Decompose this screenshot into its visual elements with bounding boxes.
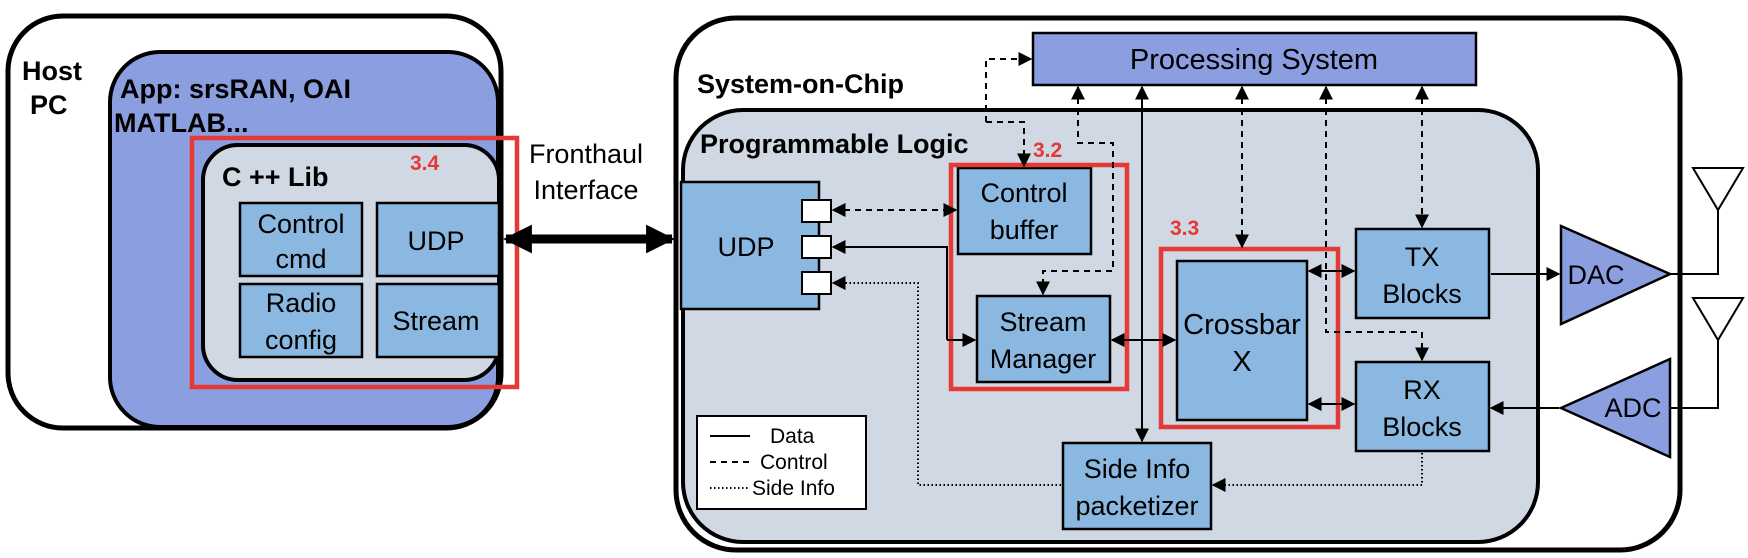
rx-antenna-icon (1691, 297, 1745, 342)
host-pc-title-line1: Host (22, 56, 82, 86)
dac-triangle (1559, 224, 1674, 326)
section-3-4-highlight (189, 135, 520, 390)
control-cmd-block (238, 201, 364, 278)
app-label-line1: App: srsRAN, OAI (120, 74, 351, 104)
host-stream-block (375, 282, 501, 359)
host-pc-group: Host PC App: srsRAN, OAI MATLAB... C ++ … (5, 13, 520, 431)
cpp-lib-title: C ++ Lib (222, 162, 329, 192)
fronthaul-group: Fronthaul Interface (503, 139, 675, 254)
programmable-logic-title: Programmable Logic (700, 129, 969, 159)
app-label-line2: MATLAB... (114, 108, 248, 138)
rx-blocks-label-line1: RX (1403, 375, 1441, 405)
rx-blocks-label-line2: Blocks (1382, 412, 1462, 442)
radio-config-block (238, 282, 364, 359)
adc-label: ADC (1604, 393, 1661, 423)
udp-port-control (801, 199, 832, 223)
section-3-4-label: 3.4 (410, 152, 440, 175)
rx-to-side-info-arrow (1211, 453, 1423, 492)
crossbar-block (1175, 259, 1309, 422)
udp-port-data (801, 235, 832, 259)
legend-data-label: Data (770, 425, 815, 448)
section-3-2-label: 3.2 (1033, 139, 1062, 162)
soc-udp-label: UDP (717, 232, 774, 262)
stream-manager-to-udp-arrow (831, 240, 948, 340)
control-cmd-label-line2: cmd (275, 244, 326, 274)
soc-udp-block (679, 180, 821, 311)
crossbar-label-line1: Crossbar (1183, 309, 1301, 341)
soc-title: System-on-Chip (697, 69, 904, 99)
section-3-3-label: 3.3 (1170, 217, 1199, 240)
fronthaul-label-line1: Fronthaul (529, 139, 643, 169)
side-info-packetizer-label-line2: packetizer (1075, 491, 1198, 521)
stream-manager-label-line1: Stream (999, 307, 1086, 337)
dac-label: DAC (1567, 260, 1624, 290)
rx-blocks-block (1354, 360, 1491, 453)
control-buffer-label-line2: buffer (990, 215, 1059, 245)
tx-antenna-icon (1691, 167, 1745, 212)
control-buffer-label-line1: Control (980, 178, 1067, 208)
processing-system-block (1031, 31, 1478, 87)
radio-config-label-line1: Radio (266, 288, 337, 318)
stream-manager-label-line2: Manager (990, 344, 1097, 374)
stream-manager-block (975, 294, 1112, 384)
tx-blocks-label-line2: Blocks (1382, 279, 1462, 309)
side-info-packetizer-label-line1: Side Info (1084, 454, 1191, 484)
host-udp-label: UDP (407, 226, 464, 256)
ps-to-rx-arrow (1319, 85, 1429, 362)
dac-antenna-feed (1670, 208, 1719, 275)
control-cmd-label-line1: Control (257, 209, 344, 239)
processing-system-label: Processing System (1130, 44, 1378, 76)
radio-config-label-line2: config (265, 325, 337, 355)
crossbar-label-line2: X (1232, 346, 1251, 378)
legend-sideinfo-label: Side Info (752, 477, 835, 500)
udp-port-sideinfo (801, 271, 832, 295)
ps-to-stream-manager-arrow (1036, 85, 1114, 296)
host-pc-title-line2: PC (30, 90, 68, 120)
host-stream-label: Stream (392, 306, 479, 336)
adc-antenna-feed (1670, 338, 1719, 409)
legend-control-label: Control (760, 451, 828, 474)
ps-to-control-buffer-arrow (986, 121, 1031, 168)
ps-loop-arrow (985, 52, 1033, 122)
soc-group: System-on-Chip Processing System Program… (673, 15, 1745, 553)
fronthaul-label-line2: Interface (533, 175, 638, 205)
tx-blocks-label-line1: TX (1405, 242, 1440, 272)
side-info-packetizer-block (1061, 441, 1213, 531)
side-info-to-udp-arrow (831, 276, 1061, 486)
host-udp-block (375, 201, 501, 278)
